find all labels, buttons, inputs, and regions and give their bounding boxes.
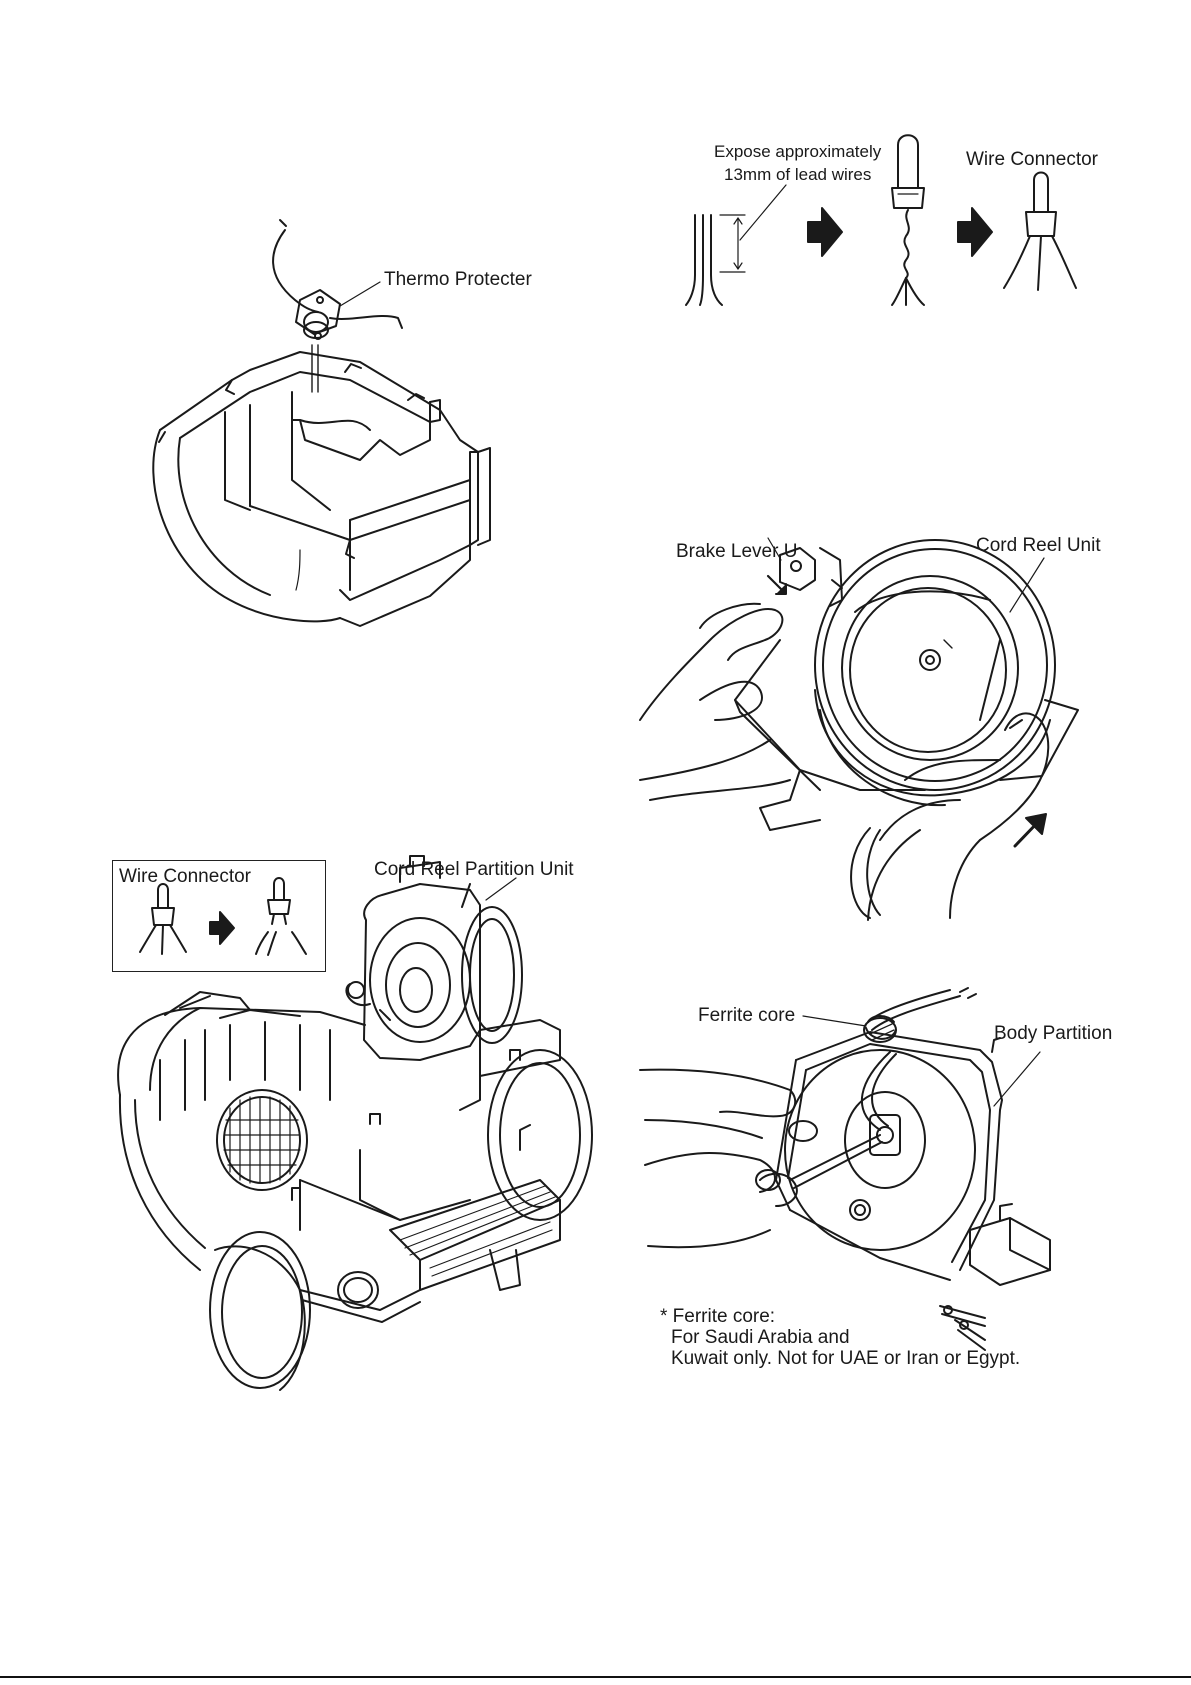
cord-reel-unit-label: Cord Reel Unit bbox=[976, 536, 1101, 555]
wire-connector-inset: Wire Connector bbox=[112, 860, 326, 972]
expose-instruction-line2: 13mm of lead wires bbox=[724, 166, 871, 183]
body-partition-label: Body Partition bbox=[994, 1024, 1112, 1043]
ferrite-core-figure bbox=[640, 988, 1050, 1350]
cord-reel-unit-figure bbox=[640, 538, 1078, 920]
note-line-3: Kuwait only. Not for UAE or Iran or Egyp… bbox=[660, 1348, 1020, 1369]
page-bottom-rule bbox=[0, 1676, 1191, 1678]
brake-lever-label: Brake Lever U bbox=[676, 542, 797, 561]
note-line-2: For Saudi Arabia and bbox=[660, 1327, 1020, 1348]
wire-connector-top-label: Wire Connector bbox=[966, 150, 1098, 169]
thermo-protecter-label: Thermo Protecter bbox=[384, 270, 532, 289]
ferrite-core-note: * Ferrite core: For Saudi Arabia and Kuw… bbox=[660, 1306, 1020, 1369]
expose-instruction-line1: Expose approximately bbox=[714, 143, 881, 160]
note-line-1: * Ferrite core: bbox=[660, 1306, 1020, 1327]
ferrite-core-label: Ferrite core bbox=[698, 1006, 795, 1025]
wire-connector-inset-label: Wire Connector bbox=[119, 867, 251, 886]
cord-reel-partition-unit-label: Cord Reel Partition Unit bbox=[374, 860, 574, 879]
